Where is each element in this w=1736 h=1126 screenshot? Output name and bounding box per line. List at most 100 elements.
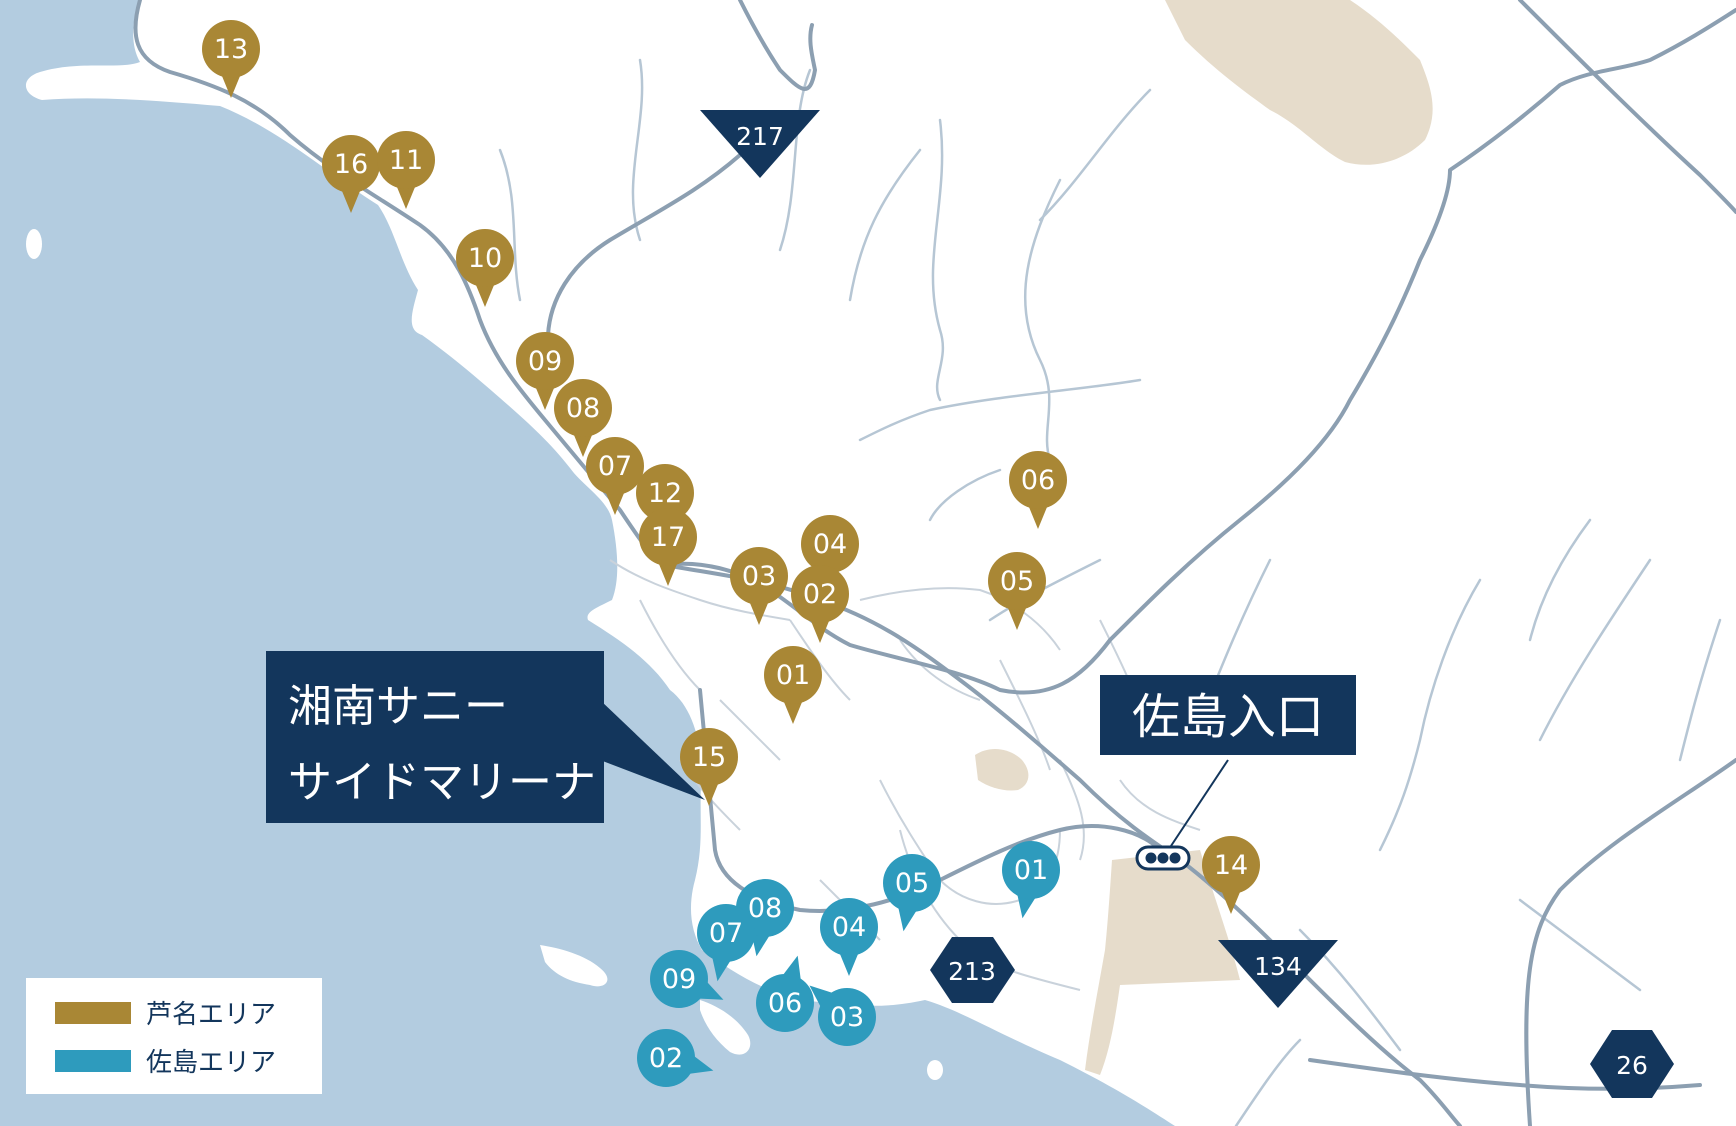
route-26-road: [1524, 758, 1736, 1126]
upper-right-road: [1518, 0, 1736, 214]
marker-tail: [604, 488, 626, 515]
route-217-shield: 217: [700, 110, 820, 178]
marker-label: 08: [566, 393, 600, 424]
marker-label: 02: [803, 579, 837, 610]
traffic-light-icon: [1135, 759, 1229, 871]
sajima-marker[interactable]: 03: [809, 985, 876, 1046]
marker-tail: [809, 616, 831, 643]
marker-head: [650, 950, 708, 1008]
sajima-marker[interactable]: 04: [820, 898, 878, 976]
marker-label: 05: [895, 868, 929, 899]
marker-head: [756, 974, 814, 1032]
marker-head: [639, 508, 697, 566]
ashina-marker[interactable]: 09: [516, 332, 574, 410]
marker-head: [637, 1029, 695, 1087]
urban-zone: [1165, 0, 1433, 165]
marker-tail: [838, 949, 860, 976]
marker-head: [820, 898, 878, 956]
marker-tail: [1006, 603, 1028, 630]
sajima-marker[interactable]: 01: [1002, 841, 1060, 919]
svg-text:134: 134: [1254, 952, 1302, 981]
marker-label: 12: [648, 478, 682, 509]
marker-head: [554, 379, 612, 437]
marker-label: 02: [649, 1043, 683, 1074]
ashina-marker[interactable]: 10: [456, 229, 514, 307]
marker-label: 01: [1014, 855, 1048, 886]
marker-label: 07: [709, 918, 743, 949]
marker-label: 16: [334, 149, 368, 180]
marker-label: 03: [830, 1002, 864, 1033]
marker-label: 13: [214, 34, 248, 65]
marker-label: 09: [528, 346, 562, 377]
marker-head: [1002, 841, 1060, 899]
sajima-marker[interactable]: 02: [637, 1029, 714, 1087]
ashina-marker[interactable]: 02: [791, 565, 849, 643]
svg-text:213: 213: [948, 957, 996, 986]
sajima-marker[interactable]: 07: [697, 904, 755, 982]
marker-head: [377, 131, 435, 189]
marker-head: [636, 464, 694, 522]
marker-head: [801, 515, 859, 573]
marker-tail: [782, 697, 804, 724]
ashina-marker[interactable]: 07: [586, 437, 644, 515]
legend-swatch-sajima: [55, 1050, 131, 1072]
marker-head: [1202, 836, 1260, 894]
sajima-marker[interactable]: 06: [756, 955, 814, 1032]
sea-area: [0, 0, 1175, 1126]
marker-head: [586, 437, 644, 495]
ashina-marker[interactable]: 16: [322, 135, 380, 213]
sajima-marker[interactable]: 09: [650, 950, 724, 1008]
ashina-marker[interactable]: 06: [1009, 451, 1067, 529]
island: [700, 1000, 751, 1055]
ashina-marker[interactable]: 15: [680, 728, 738, 806]
ashina-marker[interactable]: 17: [639, 508, 697, 586]
marker-label: 04: [813, 529, 847, 560]
route-26-shield: 26: [1590, 1030, 1674, 1098]
legend-label-sajima: 佐島エリア: [146, 1048, 276, 1078]
route-134-shield: 134: [1218, 940, 1338, 1008]
sajima-entrance-callout: 佐島入口: [1100, 675, 1356, 755]
marker-tail: [340, 186, 362, 213]
svg-text:26: 26: [1616, 1051, 1648, 1080]
marker-head: [456, 229, 514, 287]
legend: 芦名エリア 佐島エリア: [26, 978, 322, 1094]
marker-tail: [657, 559, 679, 586]
sajima-marker[interactable]: 05: [883, 854, 941, 932]
marker-tail: [748, 598, 770, 625]
marker-head: [764, 646, 822, 704]
marker-label: 10: [468, 243, 502, 274]
island: [540, 945, 608, 987]
sajima-entrance-label: 佐島入口: [1132, 689, 1324, 745]
marker-label: 03: [742, 561, 776, 592]
ashina-marker[interactable]: 08: [554, 379, 612, 457]
marina-callout-line1: 湘南サニー: [288, 681, 508, 732]
ashina-marker[interactable]: 03: [730, 547, 788, 625]
marker-head: [322, 135, 380, 193]
marker-tail: [809, 985, 837, 1011]
marker-tail: [1027, 502, 1049, 529]
marker-label: 14: [1214, 850, 1248, 881]
marker-head: [818, 988, 876, 1046]
marker-head: [791, 565, 849, 623]
marina-callout-line2: サイドマリーナ: [288, 757, 596, 808]
marker-label: 15: [692, 742, 726, 773]
route-213-shield: 213: [930, 937, 1015, 1003]
ashina-marker[interactable]: 14: [1202, 836, 1260, 914]
marker-head: [1009, 451, 1067, 509]
marker-head: [680, 728, 738, 786]
marker-label: 09: [662, 964, 696, 995]
ashina-marker[interactable]: 11: [377, 131, 435, 209]
marker-head: [730, 547, 788, 605]
ashina-marker[interactable]: 13: [202, 20, 260, 98]
svg-text:217: 217: [736, 122, 784, 151]
legend-label-ashina: 芦名エリア: [146, 1000, 276, 1030]
marker-tail: [572, 430, 594, 457]
ashina-marker[interactable]: 05: [988, 552, 1046, 630]
island: [927, 1060, 943, 1080]
marker-label: 05: [1000, 566, 1034, 597]
island: [26, 229, 42, 259]
marker-label: 17: [651, 522, 685, 553]
ashina-marker[interactable]: 01: [764, 646, 822, 724]
